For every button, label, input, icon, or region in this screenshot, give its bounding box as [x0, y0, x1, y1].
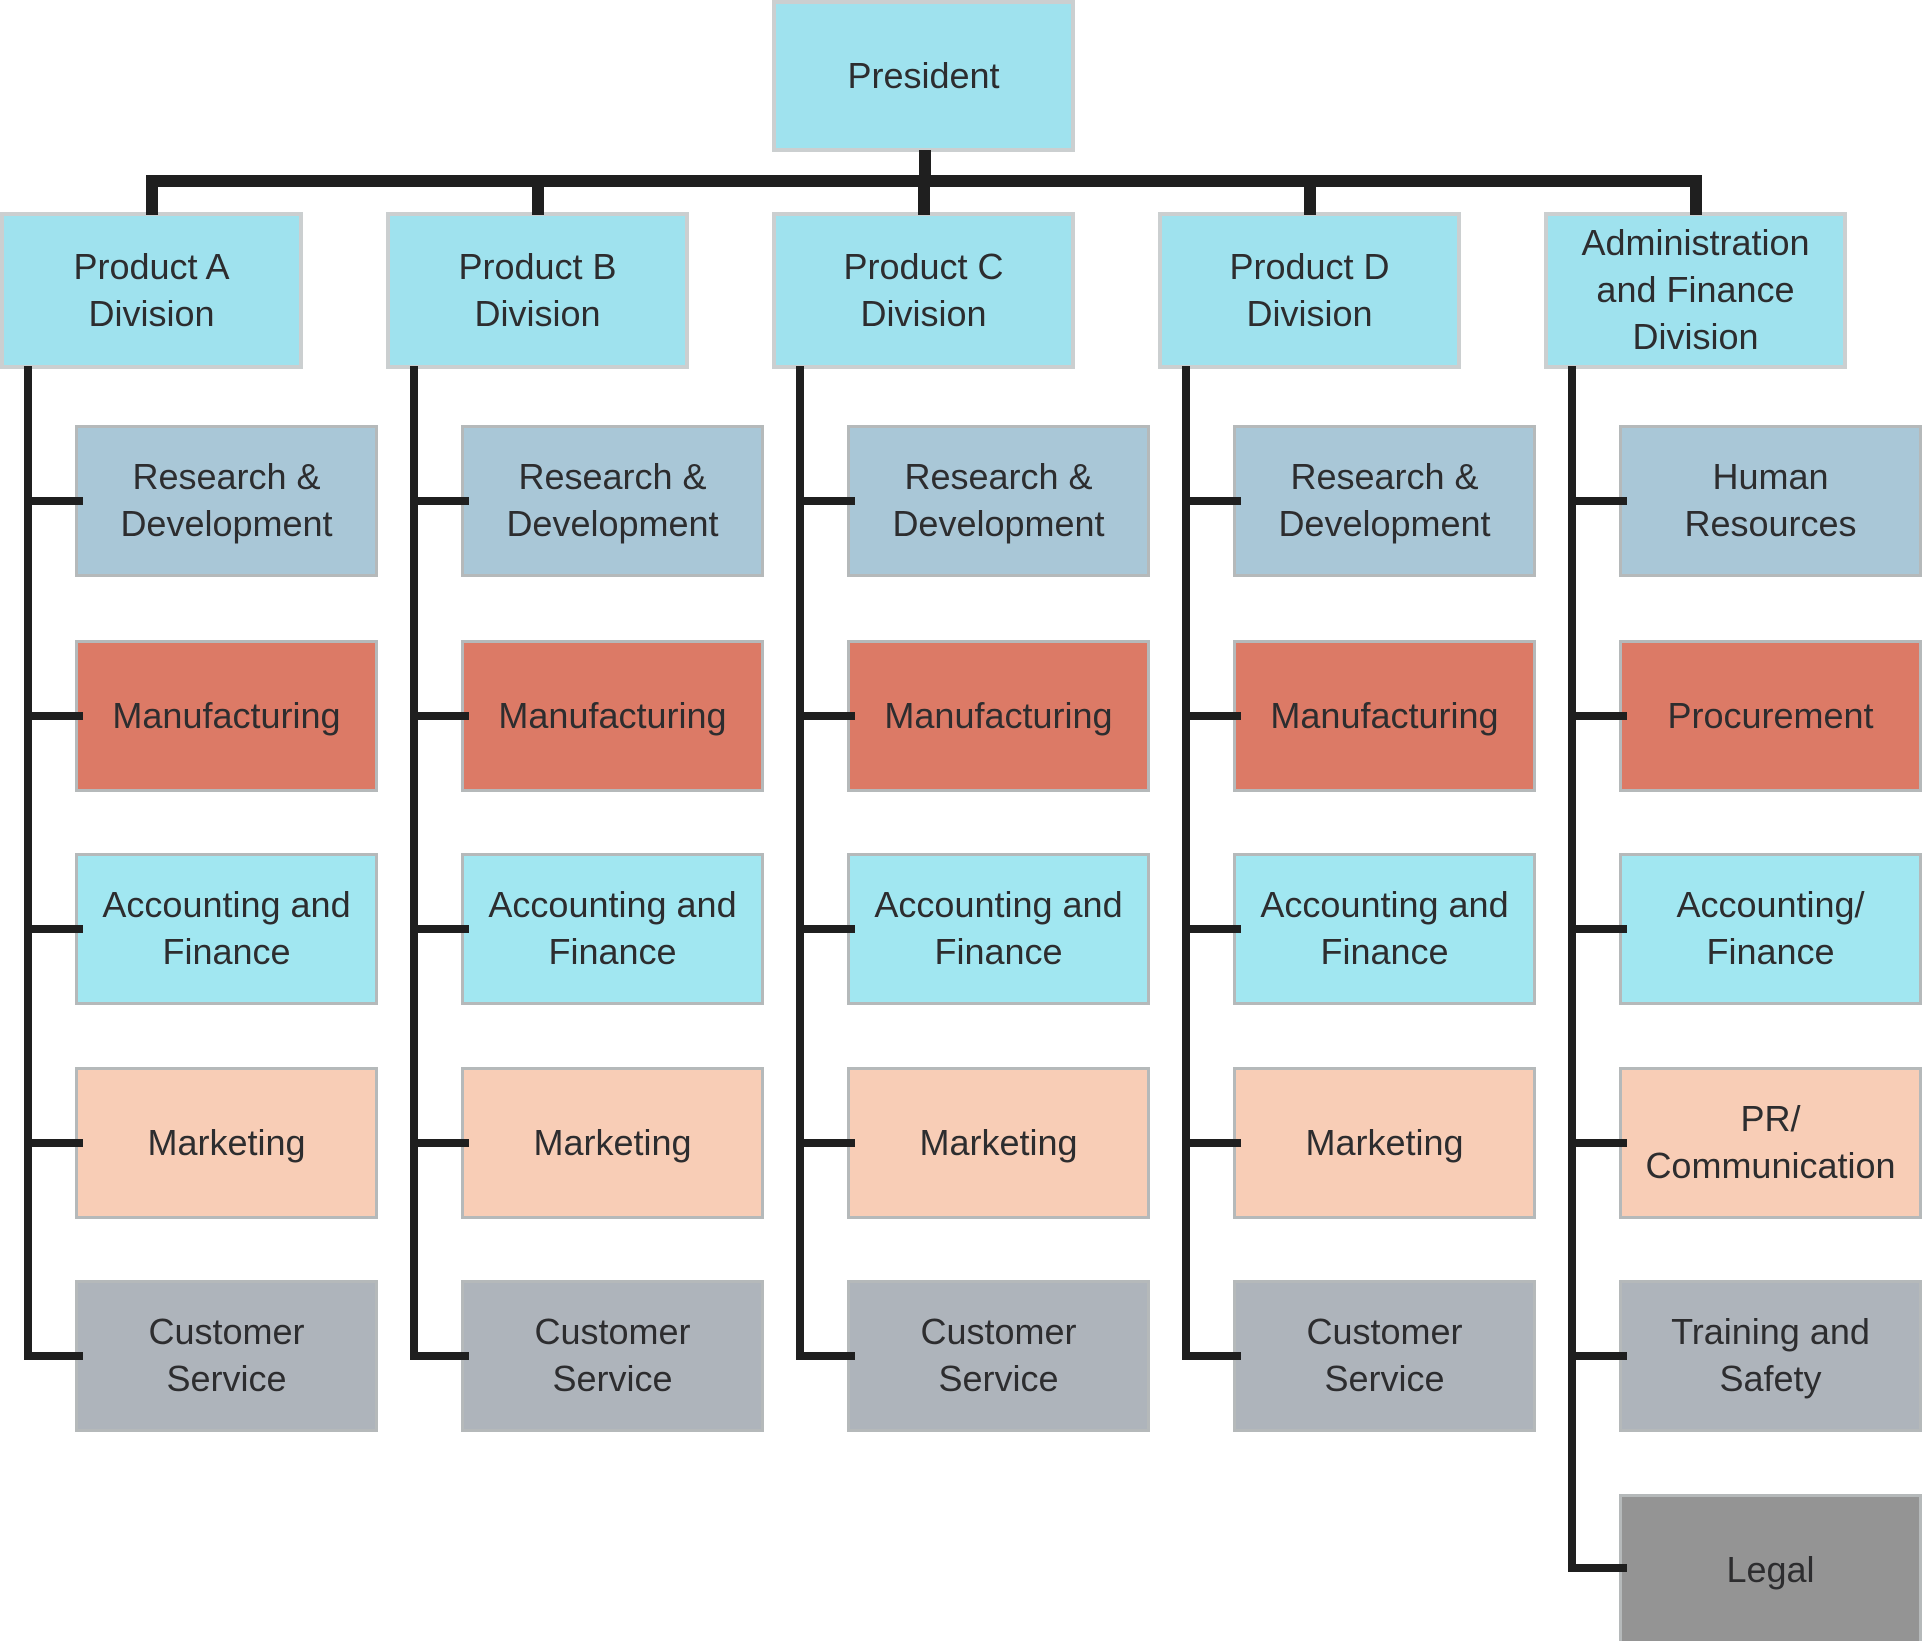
org-node-admin-finance-division: Administration and Finance Division — [1544, 212, 1847, 369]
connector-stub — [410, 1352, 469, 1360]
connector-vertical-line — [1182, 366, 1190, 1360]
connector-elbow — [1304, 175, 1316, 215]
connector-stub — [410, 925, 469, 933]
connector-stub — [24, 1139, 83, 1147]
connector-stub — [1182, 497, 1241, 505]
org-node-procurement: Procurement — [1619, 640, 1922, 792]
org-node-manufacturing: Manufacturing — [847, 640, 1150, 792]
division-column-admin-finance: Administration and Finance Division Huma… — [1544, 0, 1927, 1641]
connector-stub — [1568, 1352, 1627, 1360]
org-node-research-development: Research & Development — [75, 425, 378, 577]
division-column-product-c: Product C Division Research & Developmen… — [772, 0, 1158, 1641]
division-column-product-a: Product A Division Research & Developmen… — [0, 0, 386, 1641]
connector-stub — [1182, 1139, 1241, 1147]
division-column-product-d: Product D Division Research & Developmen… — [1158, 0, 1544, 1641]
connector-stub — [1568, 925, 1627, 933]
connector-stub — [410, 1139, 469, 1147]
connector-stub — [1568, 1564, 1627, 1572]
org-node-manufacturing: Manufacturing — [461, 640, 764, 792]
connector-stub — [24, 712, 83, 720]
connector-vertical-line — [1568, 366, 1576, 1572]
connector-stub — [1182, 925, 1241, 933]
connector-stub — [24, 497, 83, 505]
org-node-accounting-finance: Accounting/ Finance — [1619, 853, 1922, 1005]
connector-stub — [1568, 1139, 1627, 1147]
org-node-customer-service: Customer Service — [75, 1280, 378, 1432]
connector-stub — [796, 1139, 855, 1147]
org-node-training-safety: Training and Safety — [1619, 1280, 1922, 1432]
org-node-accounting-finance: Accounting and Finance — [75, 853, 378, 1005]
org-node-marketing: Marketing — [1233, 1067, 1536, 1219]
org-node-product-a-division: Product A Division — [0, 212, 303, 369]
org-node-legal: Legal — [1619, 1494, 1922, 1641]
org-node-product-b-division: Product B Division — [386, 212, 689, 369]
org-node-accounting-finance: Accounting and Finance — [847, 853, 1150, 1005]
org-node-product-c-division: Product C Division — [772, 212, 1075, 369]
division-column-product-b: Product B Division Research & Developmen… — [386, 0, 772, 1641]
org-node-manufacturing: Manufacturing — [75, 640, 378, 792]
org-node-accounting-finance: Accounting and Finance — [1233, 853, 1536, 1005]
org-node-research-development: Research & Development — [1233, 425, 1536, 577]
org-node-research-development: Research & Development — [847, 425, 1150, 577]
org-node-pr-communication: PR/ Communication — [1619, 1067, 1922, 1219]
connector-elbow — [918, 175, 930, 215]
org-node-accounting-finance: Accounting and Finance — [461, 853, 764, 1005]
connector-vertical-line — [796, 366, 804, 1360]
connector-stub — [410, 712, 469, 720]
org-node-marketing: Marketing — [75, 1067, 378, 1219]
connector-stub — [796, 925, 855, 933]
connector-stub — [1568, 712, 1627, 720]
connector-vertical-line — [410, 366, 418, 1360]
org-node-marketing: Marketing — [461, 1067, 764, 1219]
org-node-manufacturing: Manufacturing — [1233, 640, 1536, 792]
connector-stub — [24, 1352, 83, 1360]
connector-stub — [1568, 497, 1627, 505]
org-node-customer-service: Customer Service — [847, 1280, 1150, 1432]
org-node-customer-service: Customer Service — [1233, 1280, 1536, 1432]
connector-stub — [796, 712, 855, 720]
connector-stub — [24, 925, 83, 933]
org-node-product-d-division: Product D Division — [1158, 212, 1461, 369]
org-node-research-development: Research & Development — [461, 425, 764, 577]
org-node-human-resources: Human Resources — [1619, 425, 1922, 577]
connector-elbow — [532, 175, 544, 215]
org-node-marketing: Marketing — [847, 1067, 1150, 1219]
connector-elbow — [1690, 175, 1702, 215]
connector-stub — [1182, 712, 1241, 720]
connector-elbow — [146, 175, 158, 215]
connector-stub — [410, 497, 469, 505]
connector-stub — [796, 1352, 855, 1360]
connector-stub — [796, 497, 855, 505]
org-node-customer-service: Customer Service — [461, 1280, 764, 1432]
org-node-president: President — [772, 0, 1075, 152]
connector-vertical-line — [24, 366, 32, 1360]
connector-stub — [1182, 1352, 1241, 1360]
